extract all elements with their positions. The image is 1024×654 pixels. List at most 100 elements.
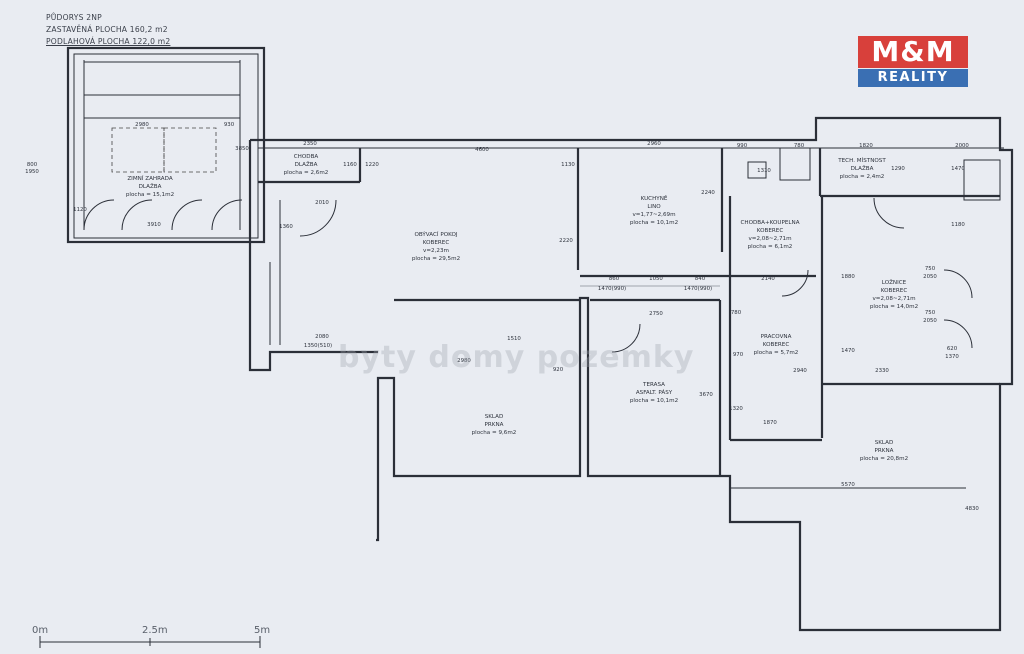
dim-label: 930 <box>224 122 235 128</box>
dim-label: 2960 <box>647 141 661 147</box>
dim-label: 5570 <box>841 482 855 488</box>
dim-label: 2330 <box>875 368 889 374</box>
logo-mm-text: M&M <box>858 36 968 68</box>
dim-label: 3910 <box>147 222 161 228</box>
dim-label: 1180 <box>951 222 965 228</box>
room-obyvaci-area: plocha = 29,5m2 <box>412 256 460 262</box>
dim-label: 2220 <box>559 238 573 244</box>
room-tech-area: plocha = 2,4m2 <box>840 174 885 180</box>
dim-label: 840 <box>695 276 706 282</box>
main-walls <box>248 116 1014 632</box>
room-obyvaci-height: v=2,23m <box>423 248 449 254</box>
room-zahrada-name: ZIMNÍ ZAHRADA <box>127 175 172 182</box>
room-sklad1-area: plocha = 9,6m2 <box>472 430 517 436</box>
room-terasa-name: TERASA <box>642 382 665 388</box>
dim-label: 1470(990) <box>598 286 626 292</box>
dim-label: 620 <box>947 346 958 352</box>
room-obyvaci-name: OBÝVACÍ POKOJ <box>414 231 457 238</box>
dim-label: 1820 <box>859 143 873 149</box>
room-terasa-area: plocha = 10,1m2 <box>630 398 678 404</box>
room-chodba-name: CHODBA <box>294 154 319 160</box>
room-sklad2-area: plocha = 20,8m2 <box>860 456 908 462</box>
logo-reality-text: REALITY <box>858 69 968 87</box>
room-sklad2-floor: PRKNA <box>875 448 894 454</box>
room-koupelna-floor: KOBEREC <box>757 228 784 234</box>
room-pracovna-name: PRACOVNA <box>761 334 792 340</box>
dim-label: 860 <box>609 276 620 282</box>
room-terasa-floor: ASFALT. PÁSY <box>636 389 673 396</box>
dim-label: 2240 <box>701 190 715 196</box>
dim-label: 1950 <box>25 169 39 175</box>
floor-area-label: PODLAHOVÁ PLOCHA 122,0 m2 <box>46 37 171 46</box>
dim-label: 990 <box>737 143 748 149</box>
dim-label: 1360 <box>279 224 293 230</box>
dim-label: 970 <box>733 352 744 358</box>
dim-label: 2140 <box>761 276 775 282</box>
scale-mid-label: 2.5m <box>142 625 168 636</box>
dim-label: 1310 <box>757 168 771 174</box>
dim-label: 2980 <box>135 122 149 128</box>
dim-label: 1880 <box>841 274 855 280</box>
dim-label: 1130 <box>561 162 575 168</box>
room-tech-name: TECH. MÍSTNOST <box>837 157 886 164</box>
room-sklad2-name: SKLAD <box>875 440 894 446</box>
winter-garden-walls <box>66 46 266 244</box>
room-koupelna-name: CHODBA+KOUPELNA <box>740 220 799 226</box>
dim-label: 1470 <box>951 166 965 172</box>
room-koupelna-area: plocha = 6,1m2 <box>748 244 793 250</box>
dim-label: 1220 <box>365 162 379 168</box>
room-loznice-area: plocha = 14,0m2 <box>870 304 918 310</box>
dim-label: 1120 <box>73 207 87 213</box>
built-area-label: ZASTAVĚNÁ PLOCHA 160,2 m2 <box>46 25 168 34</box>
dim-label: 1470(990) <box>684 286 712 292</box>
dim-label: 1320 <box>729 406 743 412</box>
dim-label: 1160 <box>343 162 357 168</box>
watermark-text: byty domy pozemky <box>338 340 695 375</box>
dim-label: 1510 <box>507 336 521 342</box>
dim-label: 2010 <box>315 200 329 206</box>
dim-label: 1470 <box>841 348 855 354</box>
room-kuchyne-area: plocha = 10,1m2 <box>630 220 678 226</box>
dim-label: 780 <box>794 143 805 149</box>
dim-label: 2050 <box>923 274 937 280</box>
dim-label: 3850 <box>235 146 249 152</box>
room-sklad1-floor: PRKNA <box>485 422 504 428</box>
room-koupelna-height: v=2,08~2,71m <box>748 236 791 242</box>
dim-label: 780 <box>731 310 742 316</box>
room-chodba-floor: DLAŽBA <box>295 160 318 168</box>
room-obyvaci-floor: KOBEREC <box>423 240 450 246</box>
room-kuchyne-height: v=1,77~2,69m <box>632 212 675 218</box>
room-chodba-area: plocha = 2,6m2 <box>284 170 329 176</box>
room-loznice-height: v=2,08~2,71m <box>872 296 915 302</box>
room-pracovna-floor: KOBEREC <box>763 342 790 348</box>
dim-label: 2080 <box>315 334 329 340</box>
dim-label: 2050 <box>923 318 937 324</box>
room-pracovna-area: plocha = 5,7m2 <box>754 350 799 356</box>
dim-label: 2940 <box>793 368 807 374</box>
dim-label: 750 <box>925 310 936 316</box>
dim-label: 3670 <box>699 392 713 398</box>
dim-label: 2980 <box>457 358 471 364</box>
dim-label: 1050 <box>649 276 663 282</box>
room-tech-floor: DLAŽBA <box>851 164 874 172</box>
room-zahrada-area: plocha = 15,1m2 <box>126 192 174 198</box>
room-sklad1-name: SKLAD <box>485 414 504 420</box>
room-kuchyne-name: KUCHYNĚ <box>641 194 668 202</box>
dim-label: 1350(510) <box>304 343 332 349</box>
dim-label: 4600 <box>475 147 489 153</box>
dim-label: 1370 <box>945 354 959 360</box>
room-loznice-name: LOŽNICE <box>882 278 907 286</box>
room-kuchyne-floor: LINO <box>647 204 661 210</box>
dim-label: 2750 <box>649 311 663 317</box>
dim-label: 2000 <box>955 143 969 149</box>
dim-label: 4830 <box>965 506 979 512</box>
dim-label: 1290 <box>891 166 905 172</box>
scale-end-label: 5m <box>254 625 271 636</box>
plan-title: PŮDORYS 2NP <box>46 13 102 22</box>
dim-label: 750 <box>925 266 936 272</box>
scale-zero-label: 0m <box>32 625 49 636</box>
dim-label: 1870 <box>763 420 777 426</box>
scale-bar <box>39 636 261 648</box>
dim-label: 920 <box>553 367 564 373</box>
